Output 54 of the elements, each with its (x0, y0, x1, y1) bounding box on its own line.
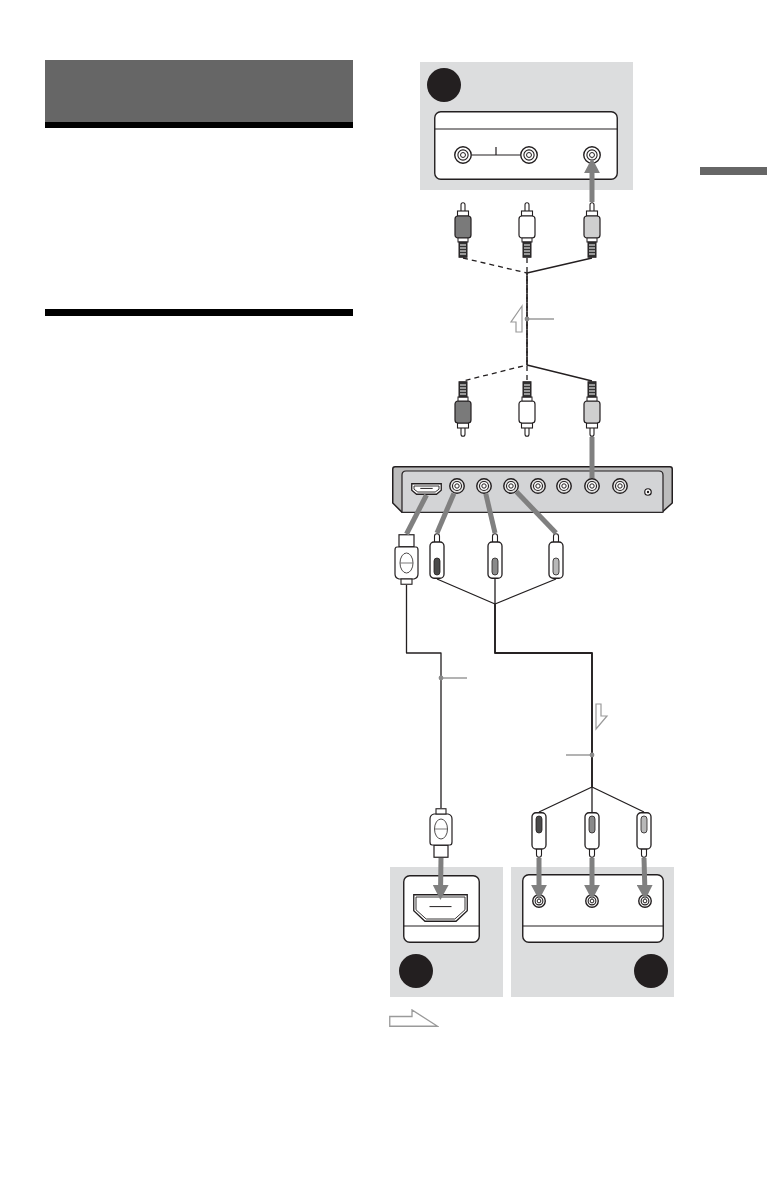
cable (494, 578, 645, 813)
device-rear-panel (392, 466, 673, 513)
rca-plug-icon (583, 381, 601, 437)
rca-plug-icon (531, 812, 547, 858)
socket-icon (556, 478, 572, 494)
socket-icon (530, 478, 546, 494)
rca-plug-icon (518, 202, 536, 258)
heading-band (45, 60, 353, 122)
rca-plug-icon (487, 533, 503, 579)
panel-background (420, 62, 633, 190)
rca-plug-icon (454, 202, 472, 258)
socket-icon (583, 146, 601, 164)
socket-icon (585, 894, 599, 908)
cable (494, 578, 593, 813)
rca-plug-icon (454, 381, 472, 437)
socket-icon (503, 478, 519, 494)
cable (526, 257, 593, 382)
hdmi-plug-icon (429, 808, 453, 858)
socket-icon (476, 478, 492, 494)
socket-icon (584, 478, 600, 494)
socket-icon (644, 488, 652, 496)
panel-background (390, 867, 503, 997)
callout-marker-icon (427, 68, 461, 102)
hdmi-port-icon (413, 894, 468, 922)
socket-icon (454, 146, 472, 164)
hdmi-plug-icon (394, 534, 419, 585)
cable (526, 257, 528, 382)
insert-arrow (636, 857, 653, 900)
rca-plug-icon (429, 533, 445, 579)
socket-icon (612, 478, 628, 494)
insert-arrow (584, 158, 600, 202)
input-panel (522, 874, 664, 943)
socket-icon (532, 894, 546, 908)
hdmi-port-icon (411, 483, 442, 495)
connection-line (589, 437, 595, 478)
insert-arrow (584, 858, 600, 900)
insert-arrow (432, 857, 449, 900)
input-panel (403, 875, 480, 943)
rca-plug-icon (583, 202, 601, 258)
socket-icon (449, 478, 465, 494)
input-panel (434, 111, 618, 180)
rca-plug-icon (548, 533, 564, 579)
cable (436, 578, 593, 813)
cable (462, 257, 528, 382)
rca-plug-icon (636, 812, 652, 858)
cable (405, 584, 442, 809)
socket-icon (520, 146, 538, 164)
callout-marker-icon (634, 954, 668, 988)
panel-background (511, 867, 674, 997)
rca-plug-icon (584, 812, 600, 858)
socket-icon (638, 894, 652, 908)
callout-marker-icon (399, 954, 433, 988)
rca-plug-icon (518, 381, 536, 437)
insert-arrow (531, 858, 547, 900)
